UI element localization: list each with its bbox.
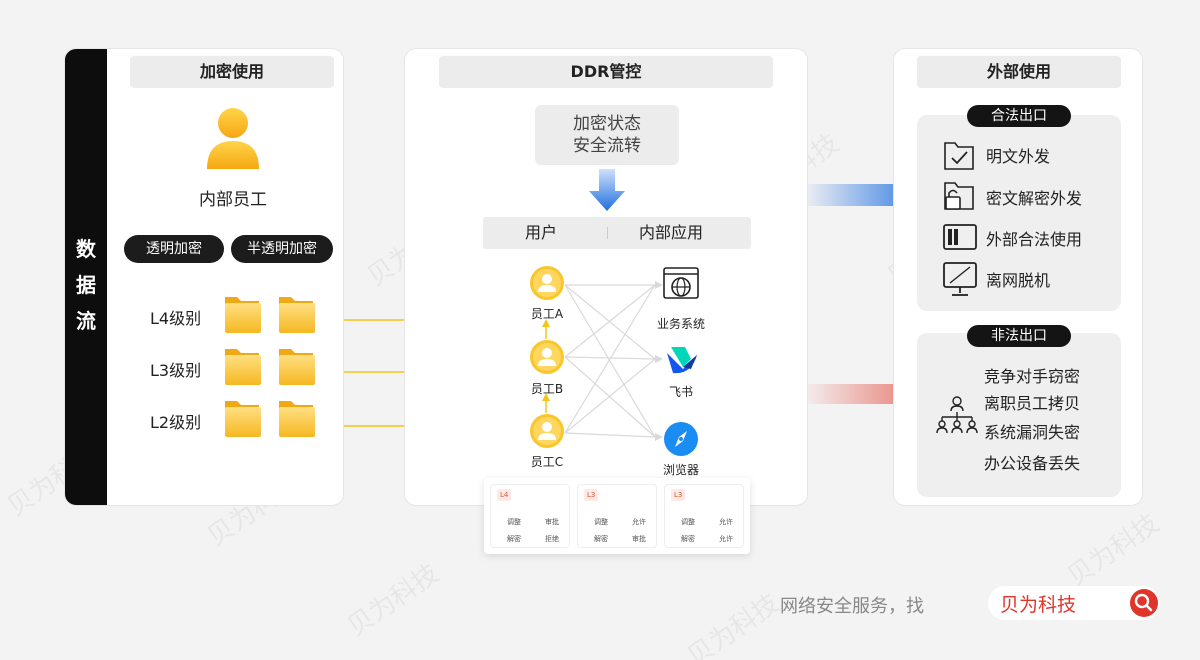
people-network-icon: [936, 396, 978, 434]
watermark: 贝为科技: [1062, 508, 1165, 593]
business-system-icon: [663, 267, 699, 299]
permission-card: L4 调整 审批 解密 拒绝: [490, 484, 570, 548]
legal-item: 外部合法使用: [986, 230, 1083, 249]
permission-card: L3 调整 允许 解密 允许: [664, 484, 744, 548]
encrypted-state-box: 加密状态 安全流转: [535, 105, 679, 165]
perm-text: 审批: [545, 518, 559, 526]
footer-slogan: 网络安全服务，找: [780, 596, 924, 617]
folder-icon: [225, 349, 261, 385]
folder-icon: [225, 297, 261, 333]
employee-b-avatar-icon: [530, 340, 564, 374]
illegal-item: 离职员工拷贝: [984, 394, 1081, 413]
encrypted-use-panel: 数 据 流 加密使用 内部员工 透明加密 半透明加密 L4级别 L3级别 L2级…: [64, 48, 344, 506]
employee-b-label: 员工B: [530, 382, 564, 396]
employee-c-avatar-icon: [530, 414, 564, 448]
perm-text: 调整: [681, 518, 695, 526]
employee-a-label: 员工A: [530, 307, 564, 321]
perm-text: 调整: [507, 518, 521, 526]
dataflow-char: 数: [76, 237, 96, 261]
external-use-icon: [943, 224, 977, 250]
watermark: 贝为科技: [682, 588, 785, 660]
employee-a-avatar-icon: [530, 266, 564, 300]
illegal-exit-box: [917, 333, 1121, 497]
legal-item: 离网脱机: [986, 271, 1051, 290]
state-line: 安全流转: [573, 136, 641, 156]
legal-exit-title: 合法出口: [967, 105, 1071, 127]
dataflow-bar: 数 据 流: [65, 49, 107, 505]
transparent-encryption-pill: 透明加密: [124, 235, 224, 263]
header-app: 内部应用: [639, 223, 704, 242]
perm-text: 解密: [507, 535, 521, 543]
person-icon: [207, 108, 259, 169]
header-user: 用户: [525, 223, 558, 242]
brand-pill: 贝为科技: [988, 586, 1160, 620]
level-badge: L3: [671, 489, 686, 501]
perm-text: 允许: [719, 535, 733, 543]
feishu-icon: [667, 347, 697, 374]
perm-text: 解密: [594, 535, 608, 543]
illegal-item: 竞争对手窃密: [984, 367, 1081, 386]
feishu-label: 飞书: [668, 385, 693, 399]
legal-exit-box: [917, 115, 1121, 311]
legal-item: 明文外发: [986, 147, 1051, 166]
perm-text: 调整: [594, 518, 608, 526]
illegal-exit-title: 非法出口: [967, 325, 1071, 347]
permission-card: L3 调整 允许 解密 审批: [577, 484, 657, 548]
level-badge: L3: [584, 489, 599, 501]
folder-icon: [279, 297, 315, 333]
illegal-item: 办公设备丢失: [984, 454, 1081, 473]
user-app-header: 用户 内部应用: [483, 217, 751, 249]
level-label-l3: L3级别: [150, 361, 202, 380]
perm-text: 拒绝: [545, 535, 559, 543]
plaintext-send-icon: [944, 142, 974, 170]
watermark: 贝为科技: [342, 558, 445, 643]
level-badge: L4: [497, 489, 512, 501]
decrypt-send-icon: [944, 182, 974, 210]
level-label-l4: L4级别: [150, 309, 202, 328]
state-line: 加密状态: [573, 114, 641, 134]
dataflow-char: 据: [76, 273, 96, 297]
offline-device-icon: [943, 262, 977, 296]
business-system-label: 业务系统: [656, 317, 705, 331]
external-use-panel: 外部使用 合法出口 明文外发 密文解密外发 外部合法使用 离网脱机 非法出口: [893, 48, 1143, 506]
browser-icon: [664, 422, 698, 456]
search-button[interactable]: [1130, 589, 1158, 617]
folder-grid: [225, 297, 315, 437]
browser-label: 浏览器: [662, 463, 699, 477]
perm-text: 解密: [681, 535, 695, 543]
dataflow-char: 流: [76, 309, 96, 333]
folder-icon: [225, 401, 261, 437]
semi-transparent-encryption-pill: 半透明加密: [231, 235, 333, 263]
search-icon: [1134, 593, 1153, 612]
level-label-l2: L2级别: [150, 413, 202, 432]
folder-icon: [279, 401, 315, 437]
perm-text: 允许: [632, 518, 646, 526]
permission-cards: L4 调整 审批 解密 拒绝 L3 调整 允许 解密 审批 L3 调整 允许 解…: [484, 478, 750, 554]
connection-mesh: [542, 281, 663, 441]
brand-name: 贝为科技: [1000, 594, 1077, 616]
panel-title: 加密使用: [130, 56, 334, 88]
folder-icon: [279, 349, 315, 385]
legal-exit-arrow-icon: [808, 172, 936, 218]
ddr-control-panel: DDR管控 加密状态 安全流转 用户 内部应用: [404, 48, 808, 506]
employee-label: 内部员工: [199, 190, 267, 210]
perm-text: 审批: [632, 535, 646, 543]
panel-title: 外部使用: [917, 56, 1121, 88]
down-arrow-icon: [589, 169, 625, 211]
illegal-item: 系统漏洞失密: [984, 423, 1081, 442]
legal-item: 密文解密外发: [986, 189, 1083, 208]
employee-c-label: 员工C: [530, 455, 564, 469]
perm-text: 允许: [719, 518, 733, 526]
panel-title: DDR管控: [439, 56, 773, 88]
